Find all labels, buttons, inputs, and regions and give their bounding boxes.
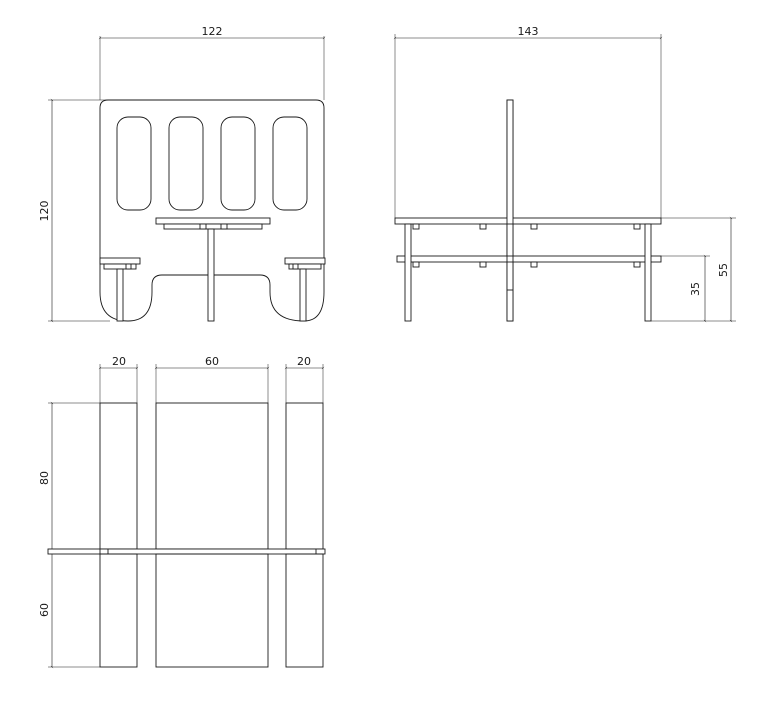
side-center-post-front <box>506 99 514 322</box>
side-width-label: 143 <box>518 25 539 38</box>
top-seat-right-dimension: 20 <box>284 355 325 403</box>
top-view: 20 60 20 80 60 <box>38 355 326 669</box>
side-bench-bracket <box>479 261 487 268</box>
top-back-depth-label: 80 <box>38 471 51 485</box>
front-height-label: 120 <box>38 201 51 222</box>
top-back-depth-dimension: 80 <box>38 401 100 554</box>
top-seat-right-label: 20 <box>297 355 311 368</box>
side-seat-height-dimension: 35 <box>661 254 710 323</box>
side-bench-bracket <box>530 261 538 268</box>
side-table-bracket <box>633 223 641 230</box>
top-seat-left-dimension: 20 <box>98 355 139 403</box>
side-bench-top <box>396 255 662 263</box>
side-table-height-label: 55 <box>717 263 730 277</box>
front-view: 122 120 <box>38 25 326 323</box>
backboard-slot <box>272 116 308 211</box>
side-bench-bracket <box>633 261 641 268</box>
top-table-label: 60 <box>205 355 219 368</box>
side-table-bracket <box>530 223 538 230</box>
side-leg <box>644 223 652 322</box>
front-width-dimension: 122 <box>98 25 326 100</box>
top-table-front <box>155 553 269 668</box>
backboard-slot <box>220 116 256 211</box>
top-seat-left-label: 20 <box>112 355 126 368</box>
front-height-dimension: 120 <box>38 98 110 323</box>
front-width-label: 122 <box>202 25 223 38</box>
top-right-bench-front <box>285 553 324 668</box>
top-front-depth-label: 60 <box>38 603 51 617</box>
top-backboard-strip <box>47 548 326 555</box>
top-left-bench-front <box>99 553 138 668</box>
side-table-top <box>394 217 662 225</box>
side-table-bracket <box>479 223 487 230</box>
side-view: 143 55 3 <box>393 25 736 323</box>
front-left-bench <box>99 257 141 322</box>
side-width-dimension: 143 <box>393 25 663 218</box>
side-table-bracket <box>412 223 420 230</box>
top-right-bench-back <box>285 402 324 550</box>
top-table-dimension: 60 <box>154 355 270 403</box>
front-right-bench <box>284 257 326 322</box>
backboard-slot <box>116 116 152 211</box>
top-front-depth-dimension: 60 <box>38 550 100 669</box>
backboard-slot <box>168 116 204 211</box>
front-table <box>155 217 271 322</box>
side-table-height-dimension: 55 <box>651 216 736 323</box>
backboard-panel <box>99 99 325 322</box>
side-leg <box>404 223 412 322</box>
top-left-bench-back <box>99 402 138 550</box>
top-table-back <box>155 402 269 550</box>
side-seat-height-label: 35 <box>689 282 702 296</box>
side-bench-bracket <box>412 261 420 268</box>
